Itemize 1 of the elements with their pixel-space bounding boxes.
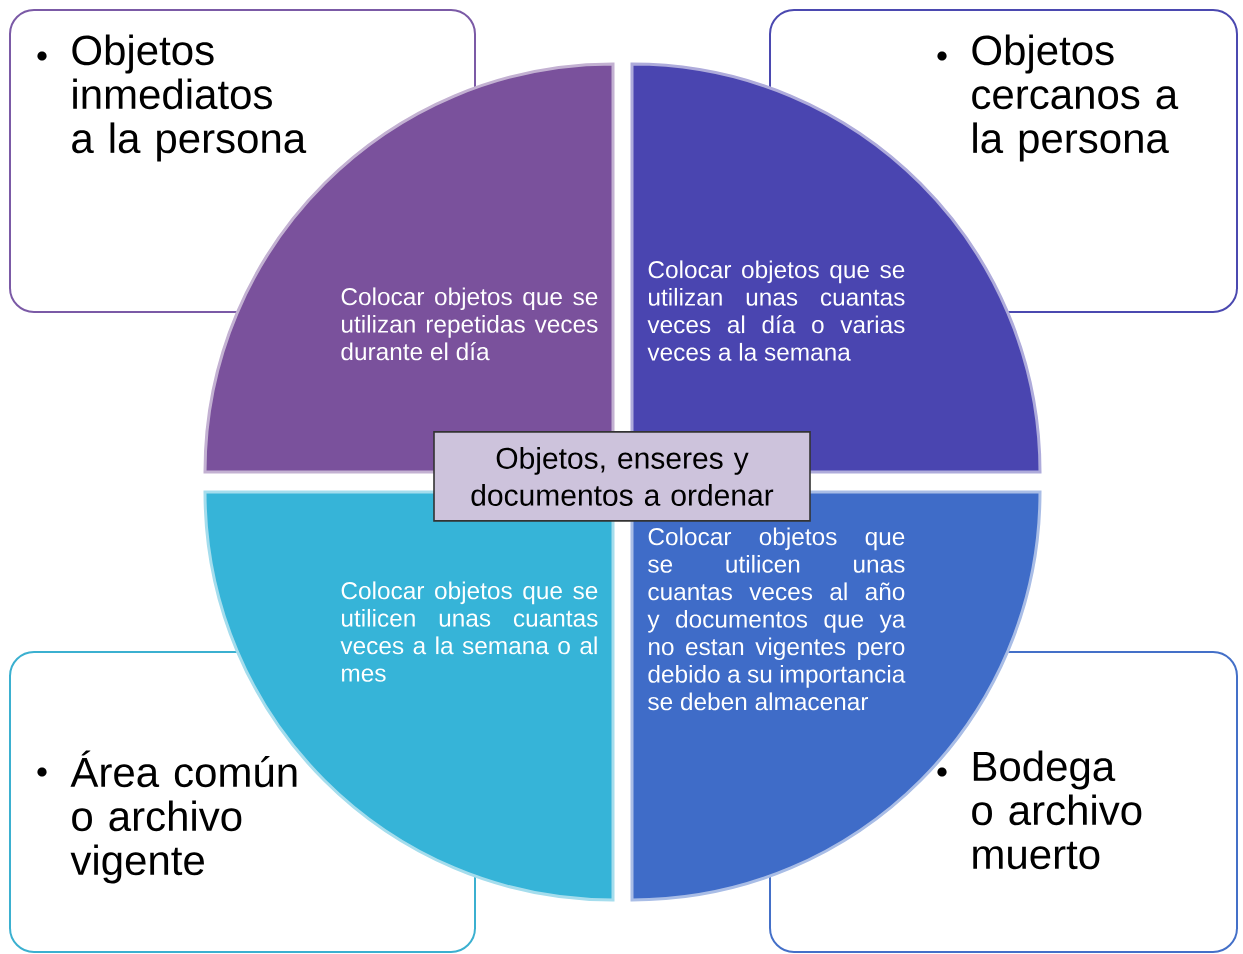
center-box: Objetos, enseres y documentos a ordenar: [433, 431, 811, 522]
